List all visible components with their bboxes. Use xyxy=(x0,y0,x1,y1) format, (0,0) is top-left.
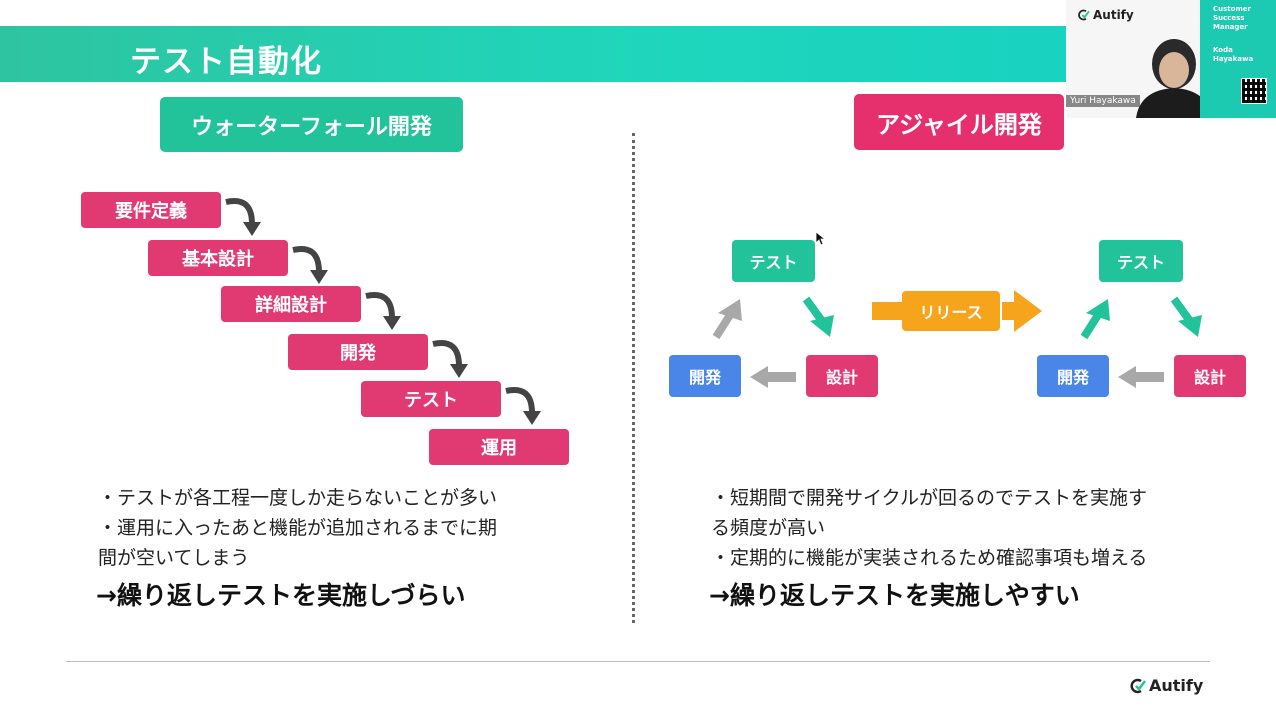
waterfall-step: 要件定義 xyxy=(81,192,221,228)
waterfall-step: 運用 xyxy=(429,429,569,465)
cycle-arrow-icon xyxy=(750,366,796,388)
release-label: リリース xyxy=(902,291,1000,331)
qr-code-icon xyxy=(1241,78,1267,104)
autify-logo-icon xyxy=(1130,678,1146,693)
cycle-design-box: 設計 xyxy=(1174,355,1246,397)
cycle-arrow-icon xyxy=(802,296,834,337)
dotted-divider xyxy=(632,133,635,623)
autify-logo-icon xyxy=(1078,9,1090,21)
footer-logo-text: Autify xyxy=(1149,676,1204,695)
slide-title-bar xyxy=(0,26,1066,82)
cycle-design-box: 設計 xyxy=(806,355,878,397)
right-bullet: ・短期間で開発サイクルが回るのでテストを実施す xyxy=(711,487,1148,509)
left-bullet: ・運用に入ったあと機能が追加されるまでに期 xyxy=(98,517,498,539)
right-bullet: ・定期的に機能が実装されるため確認事項も増える xyxy=(711,547,1148,569)
agile-heading: アジャイル開発 xyxy=(854,94,1064,150)
participant-name-tag: Yuri Hayakawa xyxy=(1066,95,1140,107)
cycle-arrow-icon xyxy=(1080,299,1110,340)
footer-logo: Autify xyxy=(1128,676,1203,695)
waterfall-step: 基本設計 xyxy=(148,240,288,276)
waterfall-heading: ウォーターフォール開発 xyxy=(160,97,463,152)
cycle-arrow-icon xyxy=(1170,296,1202,337)
left-bullet: ・テストが各工程一度しか走らないことが多い xyxy=(98,487,498,509)
cycle-test-box: テスト xyxy=(1099,240,1183,282)
footer-divider xyxy=(66,661,1210,662)
right-bullet: る頻度が高い xyxy=(711,517,826,539)
release-arrow-icon xyxy=(872,290,1042,332)
waterfall-step: 詳細設計 xyxy=(221,286,361,322)
waterfall-step: 開発 xyxy=(288,334,428,370)
video-role: Customer Success Manager xyxy=(1213,5,1251,31)
curved-arrow-icon xyxy=(365,292,401,330)
slide-title: テスト自動化 xyxy=(130,44,322,80)
waterfall-step: テスト xyxy=(361,381,501,417)
participant-avatar xyxy=(1136,39,1212,118)
cycle-dev-box: 開発 xyxy=(1037,355,1109,397)
mouse-cursor-icon xyxy=(816,232,826,246)
curved-arrow-icon xyxy=(505,387,541,425)
video-name: Koda Hayakawa xyxy=(1213,46,1254,63)
cycle-test-box: テスト xyxy=(732,240,815,282)
left-bullet: 間が空いてしまう xyxy=(98,547,250,569)
cycle-dev-box: 開発 xyxy=(669,355,741,397)
curved-arrow-icon xyxy=(292,246,328,284)
cycle-arrow-icon xyxy=(1118,366,1164,388)
curved-arrow-icon xyxy=(432,340,468,378)
curved-arrow-icon xyxy=(225,198,261,236)
video-logo-text: Autify xyxy=(1093,8,1134,22)
left-conclusion: →繰り返しテストを実施しづらい xyxy=(96,581,466,610)
video-logo: Autify xyxy=(1076,8,1134,22)
cycle-arrow-icon xyxy=(712,299,742,340)
right-conclusion: →繰り返しテストを実施しやすい xyxy=(709,581,1080,610)
